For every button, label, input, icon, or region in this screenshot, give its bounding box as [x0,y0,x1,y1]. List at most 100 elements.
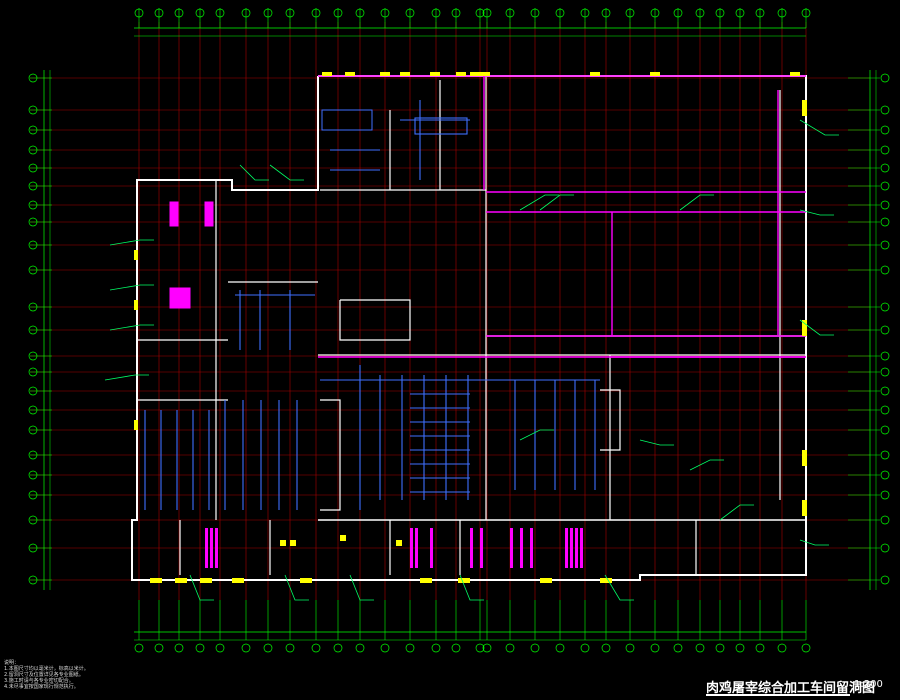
pipe-leader-icon [239,164,269,181]
accent-lines [169,75,806,568]
drawing-scale: 1:200 [854,679,883,690]
axis-bubble-icon [28,302,38,312]
magenta-block [520,528,523,568]
axis-bubble-icon [28,367,38,377]
pipe-leader-icon [799,319,834,336]
pipe-leader-icon [679,194,714,211]
axis-bubble-icon [28,543,38,553]
axis-bubble-icon [28,325,38,335]
axis-bubble-icon [777,8,787,18]
pipe-leader-icon [519,194,559,211]
magenta-block [470,528,473,568]
yellow-mark [300,578,312,583]
axis-bubble-icon [380,8,390,18]
axis-bubble-icon [134,8,144,18]
magenta-block [169,287,191,309]
axis-bubble-icon [195,643,205,653]
pipe-leader-icon [539,194,574,211]
axis-bubble-icon [880,575,890,585]
axis-bubble-icon [28,240,38,250]
axis-bubble-icon [28,265,38,275]
drawing-notes: 说明： 1.本图尺寸均以毫米计，标高以米计。 2.留洞尺寸及位置详见各专业图纸。… [4,660,304,690]
axis-bubble-icon [311,643,321,653]
axis-bubble-icon [28,217,38,227]
axis-bubble-icon [475,8,485,18]
axis-bubble-icon [28,200,38,210]
yellow-mark [470,72,480,76]
magenta-block [210,528,213,568]
axis-bubble-icon [880,405,890,415]
yellow-mark [600,578,612,583]
note-line-4: 4.未尽事宜按国家现行规范执行。 [4,684,79,690]
pipe-leader-icon [799,209,834,216]
axis-bubble-icon [451,8,461,18]
note-line-2: 2.留洞尺寸及位置详见各专业图纸。 [4,672,84,678]
axis-bubble-icon [880,181,890,191]
axis-grid [30,8,880,640]
axis-bubble-icon [333,8,343,18]
magenta-block [570,528,573,568]
pipe-box [414,117,468,135]
axis-bubble-icon [880,325,890,335]
axis-bubble-icon [505,8,515,18]
magenta-block [215,528,218,568]
yellow-mark [340,535,346,541]
axis-bubble-icon [880,351,890,361]
axis-bubble-icon [650,8,660,18]
axis-bubble-icon [28,351,38,361]
pipe-leader-icon [799,119,839,136]
pipe-leader-icon [719,504,754,521]
note-line-3: 3.施工时请与各专业密切配合。 [4,678,74,684]
pipe-leader-icon [459,574,484,601]
axis-bubble-icon [530,643,540,653]
yellow-mark [200,578,212,583]
yellow-mark [232,578,244,583]
yellow-mark [150,578,162,583]
yellow-mark [650,72,660,76]
axis-bubble-icon [28,386,38,396]
pipe-network [144,100,600,510]
axis-bubble-icon [285,643,295,653]
magenta-block [430,528,433,568]
axis-bubble-icon [735,8,745,18]
title-underline [706,694,850,696]
axis-bubble-icon [263,8,273,18]
axis-bubble-icon [880,543,890,553]
magenta-block [575,528,578,568]
axis-bubble-icon [880,200,890,210]
axis-bubble-icon [475,643,485,653]
wall-line [600,389,621,451]
axis-bubble-icon [333,643,343,653]
axis-bubble-icon [880,425,890,435]
axis-bubble-icon [625,8,635,18]
building-walls [131,75,807,581]
axis-bubble-icon [28,181,38,191]
magenta-block [169,201,179,227]
axis-bubble-icon [28,575,38,585]
yellow-mark [802,100,807,116]
axis-bubble-icon [154,8,164,18]
axis-bubble-icon [880,217,890,227]
yellow-mark [540,578,552,583]
axis-bubble-icon [601,643,611,653]
magenta-block [565,528,568,568]
pipe-leader-icon [639,439,674,446]
axis-bubble-icon [431,643,441,653]
axis-bubble-icon [241,643,251,653]
axis-bubble-icon [355,643,365,653]
axis-bubble-icon [880,105,890,115]
axis-bubble-icon [580,643,590,653]
axis-bubble-icon [28,405,38,415]
axis-bubble-icon [174,8,184,18]
yellow-mark [380,72,390,76]
axis-bubble-icon [263,643,273,653]
pipe-leader-icon [689,459,724,471]
notes-heading: 说明： [4,660,20,666]
dimension-lines [43,27,877,641]
yellow-mark [134,250,138,260]
axis-bubble-icon [880,450,890,460]
pipe-leaders [104,119,839,601]
axis-bubble-icon [695,643,705,653]
